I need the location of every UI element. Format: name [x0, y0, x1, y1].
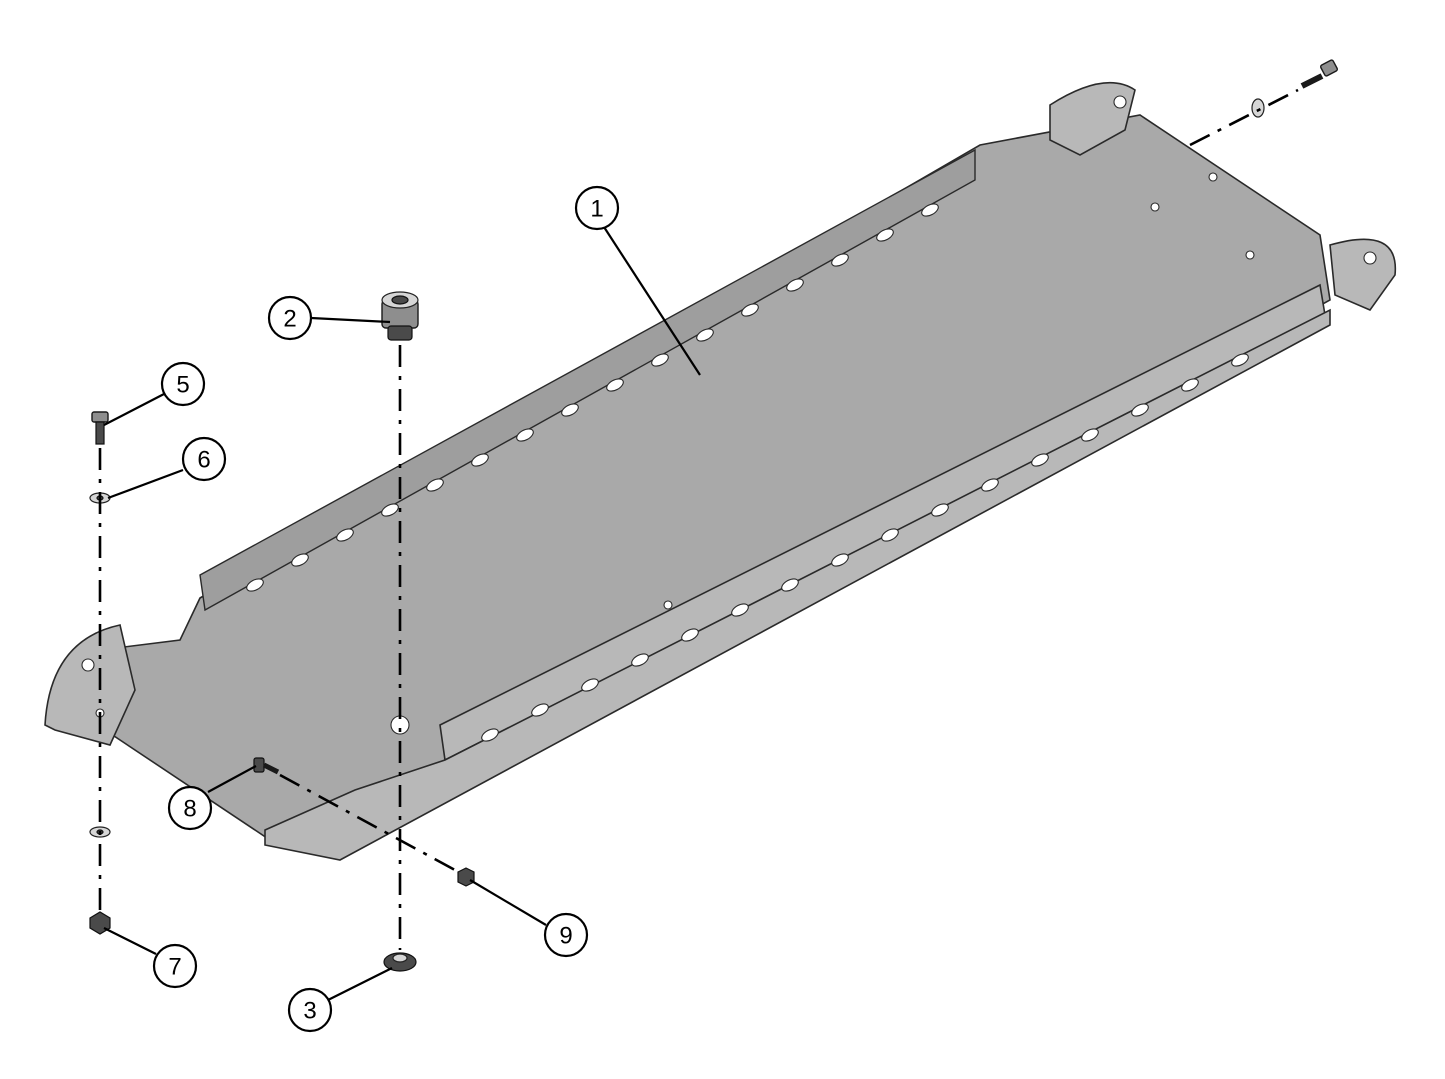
callout-7: 7: [152, 943, 198, 989]
cable-gland-part: [381, 291, 419, 341]
leader-5: [103, 393, 165, 426]
right-end-bracket: [1329, 238, 1397, 311]
leader-2: [310, 316, 391, 324]
axis-front-bolt: [279, 773, 456, 872]
callout-6: 6: [181, 436, 227, 482]
assembly-axes: [98, 88, 1299, 950]
callout-8-label: 8: [183, 796, 196, 823]
callout-3-label: 3: [303, 998, 316, 1025]
nut-part-3: [383, 952, 417, 972]
tray-back-rail: [199, 148, 976, 612]
leader-3: [327, 967, 393, 1001]
leader-1: [603, 226, 701, 376]
leader-7: [103, 927, 157, 955]
left-end-bracket: [44, 624, 136, 746]
leader-9: [469, 879, 547, 926]
callout-9: 9: [543, 912, 589, 958]
callout-2-label: 2: [283, 306, 296, 333]
callout-5: 5: [160, 361, 206, 407]
washer-top-right: [1251, 98, 1265, 118]
callout-6-label: 6: [197, 447, 210, 474]
tray-assembly: [44, 82, 1397, 861]
tray-holes: [81, 95, 1377, 735]
bolt-part-8: [253, 757, 280, 775]
back-rail-slots: [246, 203, 939, 592]
leader-8: [207, 765, 257, 793]
callout-1: 1: [574, 185, 620, 231]
front-rail-slots: [481, 353, 1249, 742]
leader-lines: [103, 226, 701, 1001]
bolt-part-5: [91, 411, 109, 445]
callout-3: 3: [287, 987, 333, 1033]
axis-top-right: [1189, 88, 1299, 147]
callout-8: 8: [167, 785, 213, 831]
bolt-top-right: [1300, 59, 1338, 89]
callouts: 1 2 3 5 6 7 8 9: [152, 185, 620, 1033]
callout-9-label: 9: [559, 923, 572, 950]
callout-7-label: 7: [168, 954, 181, 981]
nut-part-9: [457, 867, 475, 887]
callout-2: 2: [267, 295, 313, 341]
leader-6: [107, 468, 184, 500]
callout-1-label: 1: [590, 196, 603, 223]
callout-5-label: 5: [176, 372, 189, 399]
tray-floor: [58, 114, 1331, 841]
